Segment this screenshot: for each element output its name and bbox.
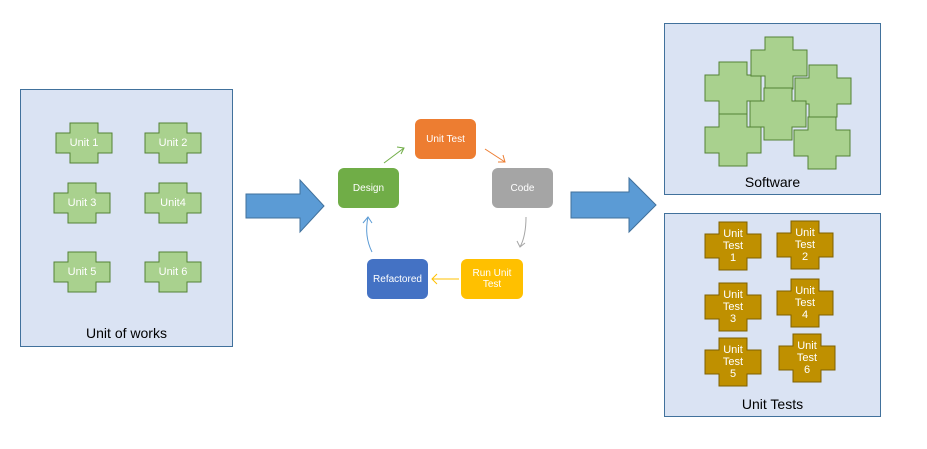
unit-3-shape: Unit 3 [53, 182, 111, 224]
cross-shape-icon [749, 87, 807, 141]
unit-test-step: Unit Test [415, 119, 476, 159]
unit-tests-panel: Unit Test 1 Unit Test 2 Unit Test 3 Unit… [664, 213, 881, 417]
unit-test-2-label: Unit Test 2 [794, 227, 816, 263]
cycle-arrow-icon [362, 216, 373, 253]
unit-test-1-shape: Unit Test 1 [704, 221, 762, 271]
unit-of-works-title: Unit of works [86, 325, 167, 341]
unit-test-2-shape: Unit Test 2 [776, 220, 834, 270]
unit-3-label: Unit 3 [67, 197, 97, 209]
big-arrow-right-icon [570, 176, 657, 234]
unit-test-3-label: Unit Test 3 [722, 289, 744, 325]
unit-5-shape: Unit 5 [53, 251, 111, 293]
cross-shape-icon [704, 221, 762, 271]
cross-shape-icon [778, 333, 836, 383]
cross-shape-icon [794, 64, 852, 118]
software-panel: Software [664, 23, 881, 195]
cross-shape-icon [53, 182, 111, 224]
cross-shape-icon [144, 122, 202, 164]
software-unit-shape [749, 87, 807, 141]
software-unit-shape [704, 113, 762, 167]
cycle-arrow-icon [383, 146, 405, 164]
cross-shape-icon [55, 122, 113, 164]
big-arrow-right-icon [245, 178, 325, 234]
cross-shape-icon [53, 251, 111, 293]
cross-shape-icon [704, 337, 762, 387]
code-step: Code [492, 168, 553, 208]
design-step: Design [338, 168, 399, 208]
unit-test-4-label: Unit Test 4 [794, 285, 816, 321]
unit-6-label: Unit 6 [158, 266, 188, 278]
run-unit-test-step: Run Unit Test [461, 259, 523, 299]
cycle-arrow-icon [431, 273, 459, 285]
unit-2-label: Unit 2 [158, 137, 188, 149]
unit-2-shape: Unit 2 [144, 122, 202, 164]
unit-1-shape: Unit 1 [55, 122, 113, 164]
software-unit-shape [750, 36, 808, 90]
cross-shape-icon [144, 182, 202, 224]
cycle-arrow-icon [484, 148, 506, 163]
unit-test-6-label: Unit Test 6 [796, 340, 818, 376]
cross-shape-icon [704, 282, 762, 332]
unit-5-label: Unit 5 [67, 266, 97, 278]
unit-4-shape: Unit4 [144, 182, 202, 224]
cross-shape-icon [704, 113, 762, 167]
cross-shape-icon [776, 220, 834, 270]
unit-test-4-shape: Unit Test 4 [776, 278, 834, 328]
unit-test-5-shape: Unit Test 5 [704, 337, 762, 387]
cross-shape-icon [144, 251, 202, 293]
software-title: Software [744, 174, 801, 190]
unit-1-label: Unit 1 [69, 137, 99, 149]
refactored-step: Refactored [367, 259, 428, 299]
cross-shape-icon [793, 116, 851, 170]
software-unit-shape [793, 116, 851, 170]
unit-test-1-label: Unit Test 1 [722, 228, 744, 264]
software-unit-shape [794, 64, 852, 118]
unit-test-6-shape: Unit Test 6 [778, 333, 836, 383]
cross-shape-icon [776, 278, 834, 328]
unit-of-works-panel: Unit 1 Unit 2 Unit 3 Unit4 Unit 5 Unit 6… [20, 89, 233, 347]
cross-shape-icon [750, 36, 808, 90]
unit-tests-title: Unit Tests [741, 396, 804, 412]
cycle-arrow-icon [516, 216, 527, 248]
unit-test-5-label: Unit Test 5 [722, 344, 744, 380]
unit-6-shape: Unit 6 [144, 251, 202, 293]
unit-4-label: Unit4 [160, 197, 186, 209]
unit-test-3-shape: Unit Test 3 [704, 282, 762, 332]
